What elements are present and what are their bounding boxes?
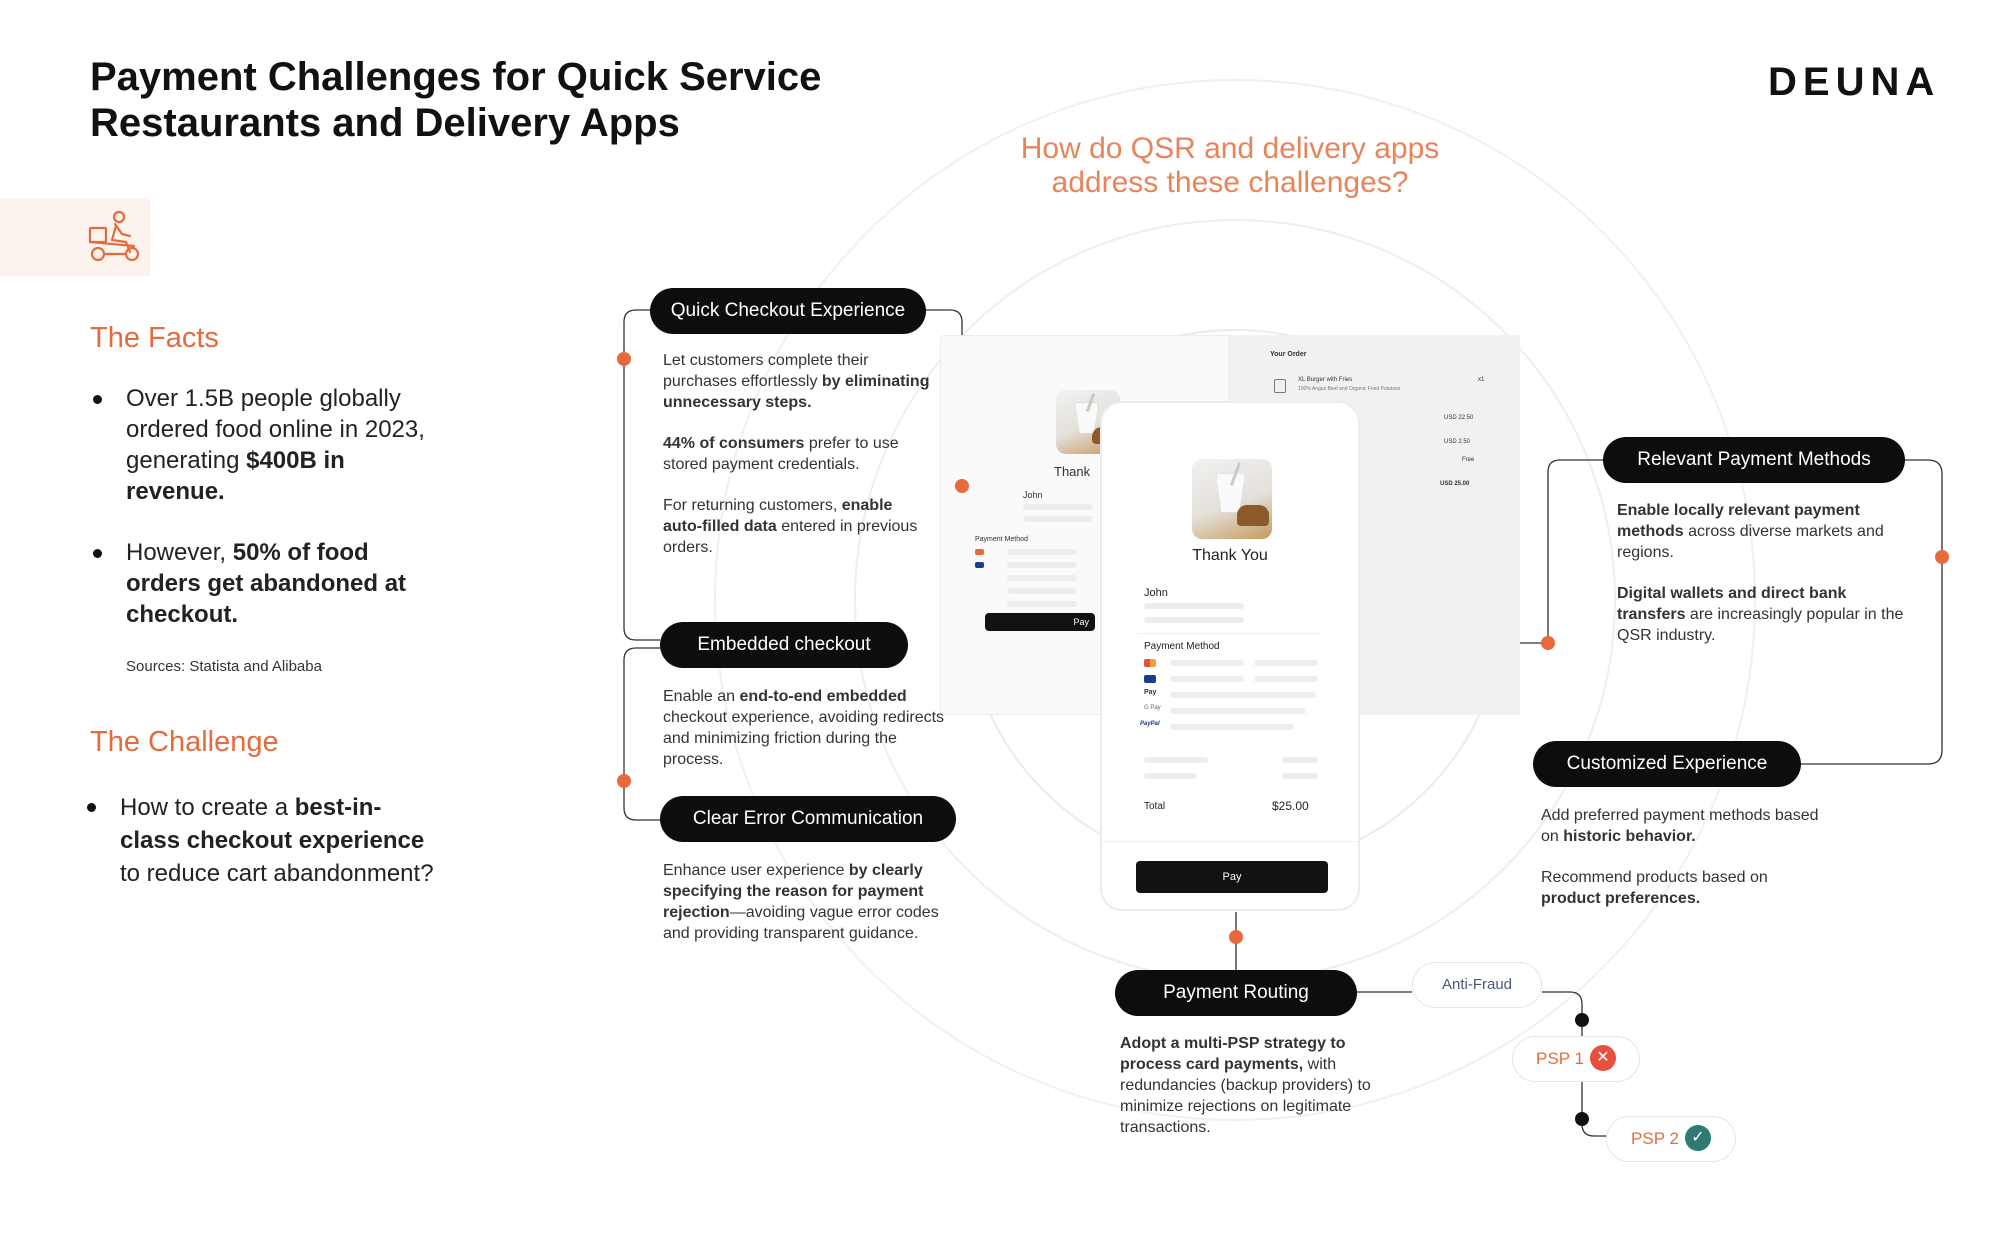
food-image-front: [1192, 459, 1272, 539]
fact-item-revenue: Over 1.5B people globally ordered food o…: [93, 383, 446, 507]
pay-button[interactable]: Pay: [1136, 861, 1328, 893]
back-thank-text: Thank: [1054, 464, 1091, 479]
anti-fraud-node: Anti-Fraud: [1412, 962, 1542, 1008]
connector-dot: [1541, 636, 1555, 650]
pill-payment-routing: Payment Routing: [1115, 970, 1357, 1016]
question-line-2: address these challenges?: [1051, 166, 1409, 199]
sources-note: Sources: Statista and Alibaba: [126, 658, 322, 675]
payment-routing-description: Adopt a multi-PSP strategy to process ca…: [1120, 1035, 1371, 1136]
connector-dot-dark: [1575, 1112, 1589, 1126]
apple-pay-icon[interactable]: Pay: [1144, 689, 1157, 696]
back-pay-button[interactable]: Pay: [985, 613, 1095, 631]
challenge-heading: The Challenge: [90, 726, 279, 758]
question-line-1: How do QSR and delivery apps: [1020, 132, 1440, 165]
pill-clear-error: Clear Error Communication: [660, 796, 956, 842]
connector-dot: [617, 352, 631, 366]
title-line-1: Payment Challenges for Quick Service: [90, 55, 822, 99]
thank-you-text: Thank You: [1192, 547, 1268, 564]
relevant-payment-description: Enable locally relevant payment methods …: [1617, 502, 1904, 644]
customer-name: John: [1144, 587, 1168, 599]
mastercard-icon[interactable]: [1144, 659, 1156, 667]
order-total: USD 25.00: [1440, 481, 1470, 487]
delivery-icon-box: [0, 198, 150, 276]
connector-dot: [617, 774, 631, 788]
psp2-label: PSP 2: [1631, 1129, 1679, 1148]
order-shipping: Free: [1462, 457, 1475, 463]
success-check-icon: ✓: [1684, 1124, 1711, 1151]
your-order-label: Your Order: [1270, 351, 1307, 358]
pill-relevant-payment: Relevant Payment Methods: [1603, 437, 1905, 483]
pill-customized-experience: Customized Experience: [1533, 741, 1801, 787]
clear-error-description: Enhance user experience by clearly speci…: [663, 862, 939, 942]
order-item-name: XL Burger with Fries: [1298, 377, 1353, 383]
facts-list: Over 1.5B people globally ordered food o…: [93, 383, 446, 630]
customized-experience-description: Add preferred payment methods based on h…: [1541, 807, 1819, 907]
order-subtotal: USD 22.50: [1444, 415, 1474, 421]
psp2-node: PSP 2 ✓: [1606, 1116, 1736, 1162]
fact-item-abandonment: However, 50% of food orders get abandone…: [93, 537, 446, 630]
failed-x-icon: ✕: [1589, 1044, 1616, 1071]
order-item-desc: 100% Angus Beef and Organic Fried Potato…: [1298, 386, 1401, 392]
back-payment-method-label: Payment Method: [975, 536, 1028, 543]
challenge-item: How to create a best-in-class checkout e…: [87, 791, 440, 890]
facts-heading: The Facts: [90, 322, 219, 354]
delivery-scooter-icon: [88, 210, 140, 262]
back-name-label: John: [1023, 490, 1043, 500]
connector-dot: [955, 479, 969, 493]
title-line-2: Restaurants and Delivery Apps: [90, 101, 680, 145]
psp1-label: PSP 1: [1536, 1049, 1584, 1068]
total-label: Total: [1144, 801, 1166, 812]
connector-dot: [1935, 550, 1949, 564]
quick-checkout-description: Let customers complete their purchases e…: [663, 352, 930, 556]
pill-quick-checkout: Quick Checkout Experience: [650, 288, 926, 334]
checkout-phone-mockup: Thank You John Payment Method Pay G Pay …: [1100, 401, 1360, 911]
google-pay-icon[interactable]: G Pay: [1144, 705, 1161, 711]
pill-embedded-checkout: Embedded checkout: [660, 622, 908, 668]
order-tax: USD 2.50: [1444, 439, 1471, 445]
challenge-list: How to create a best-in-class checkout e…: [87, 791, 440, 890]
total-value: $25.00: [1272, 799, 1309, 813]
connector-dot: [1229, 930, 1243, 944]
visa-card-icon[interactable]: [1144, 675, 1156, 683]
central-question: How do QSR and delivery apps address the…: [950, 132, 1510, 200]
page-title: Payment Challenges for Quick Service Res…: [90, 54, 890, 146]
paypal-icon[interactable]: PayPal: [1140, 721, 1160, 727]
payment-method-label: Payment Method: [1144, 641, 1220, 652]
psp1-node: PSP 1 ✕: [1512, 1036, 1640, 1082]
shopping-bag-icon: [1274, 379, 1286, 393]
embedded-checkout-description: Enable an end-to-end embedded checkout e…: [663, 688, 945, 768]
connector-dot-dark: [1575, 1013, 1589, 1027]
order-item-qty: x1: [1478, 377, 1485, 383]
deuna-logo: DEUNA: [1768, 60, 1941, 104]
